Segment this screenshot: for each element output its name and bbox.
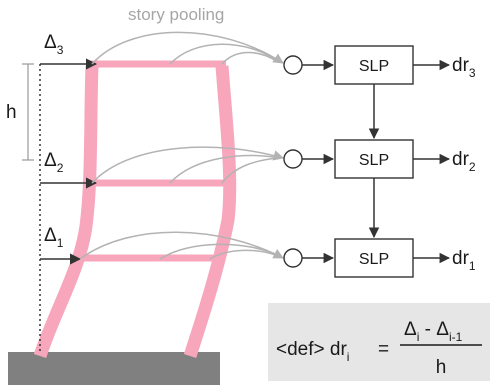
def-equals: = [378,339,389,360]
pool-arc-1b [159,243,281,260]
pool-arc-2a [91,146,285,184]
deformed-frame [33,60,237,359]
delta-3-label: Δ3 [44,32,64,57]
story-pooling-label: story pooling [128,5,224,24]
output-dr2: dr2 [452,149,476,174]
delta-1-label: Δ1 [44,225,64,250]
pool-arc-1a [79,231,284,260]
slp-label-1: SLP [359,251,389,268]
definition-box: <def> dri = Δi - Δi-1 h [268,303,490,381]
left-column [33,65,99,359]
slp-label-2: SLP [359,152,389,169]
pool-node-3 [283,55,303,75]
output-dr1: dr1 [452,248,476,273]
output-dr3: dr3 [452,55,476,80]
pool-arc-2c [221,157,279,184]
def-denominator: h [436,357,447,378]
pool-arc-3c [221,51,279,65]
pooling-arcs [79,31,285,260]
ground-slab [8,352,220,385]
slp-label-3: SLP [359,58,389,75]
pool-arc-3a [91,31,284,65]
slp-block-1: SLP [334,238,414,278]
pool-arc-1c [209,249,279,260]
pool-arc-2b [169,154,281,184]
def-prefix: <def> dri [276,339,349,364]
def-numerator: Δi - Δi-1 [404,319,463,344]
pool-node-1 [283,248,303,268]
delta-2-label: Δ2 [44,150,64,175]
pool-node-2 [283,149,303,169]
right-column [183,65,237,359]
height-dimension [22,63,34,161]
pool-arc-3b [169,43,281,65]
height-label: h [6,102,17,123]
slp-block-2: SLP [334,139,414,179]
slp-block-3: SLP [334,45,414,85]
